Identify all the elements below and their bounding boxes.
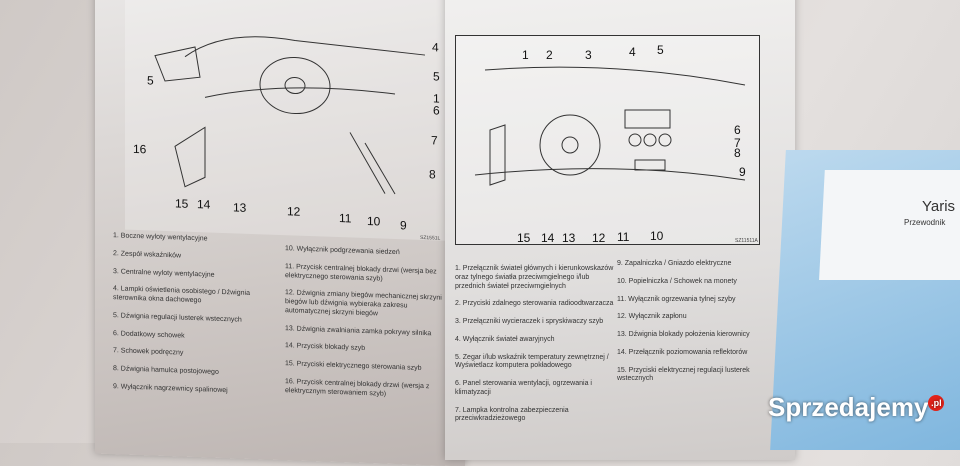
legend-item: 14. Przełącznik poziomowania reflektorów bbox=[617, 348, 748, 356]
legend-list-right: 10. Wyłącznik podgrzewania siedzeń 11. P… bbox=[285, 245, 445, 410]
legend-item: 4. Wyłącznik świateł awaryjnych bbox=[455, 335, 555, 343]
callout: 9 bbox=[739, 165, 746, 179]
legend-item: 13. Dźwignia blokady położenia kierownic… bbox=[617, 331, 750, 338]
callout: 5 bbox=[433, 69, 440, 84]
figure-code: SZ11511A bbox=[735, 238, 758, 244]
legend-item: 13. Dźwignia zwalniania zamka pokrywy si… bbox=[285, 324, 432, 337]
callout: 14 bbox=[197, 197, 211, 212]
legend-item: 5. Dźwignia regulacji lusterek wstecznyc… bbox=[113, 311, 242, 324]
callout: 4 bbox=[432, 40, 439, 55]
callout: 13 bbox=[562, 231, 576, 245]
callout: 1 bbox=[522, 48, 529, 62]
callout: 8 bbox=[429, 167, 436, 182]
legend-item: 1. Boczne wyloty wentylacyjne bbox=[113, 232, 208, 243]
booklet-title: Yaris bbox=[922, 198, 956, 215]
callout: 5 bbox=[657, 43, 664, 57]
legend-item: 5. Zegar i/lub wskaźnik temperatury zewn… bbox=[455, 353, 609, 370]
callout: 15 bbox=[517, 231, 531, 245]
right-diagram-frame bbox=[455, 35, 760, 245]
right-manual-page: 1 2 3 4 5 6 7 8 9 15 14 13 12 11 10 SZ11… bbox=[445, 0, 795, 460]
left-manual-page: 4 5 1 6 7 8 9 10 11 12 13 14 15 16 5 SZ1… bbox=[95, 0, 465, 466]
dashboard-sketch-right bbox=[474, 66, 746, 186]
legend-item: 6. Dodatkowy schowek bbox=[113, 329, 185, 340]
legend-item: 7. Lampka kontrolna zabezpieczenia przec… bbox=[455, 406, 569, 423]
legend-item: 12. Wyłącznik zapłonu bbox=[617, 313, 687, 321]
callout: 7 bbox=[431, 133, 438, 148]
legend-item: 4. Lampki oświetlenia osobistego / Dźwig… bbox=[113, 285, 250, 305]
callout: 6 bbox=[433, 103, 440, 118]
callout: 7 bbox=[734, 136, 741, 150]
legend-item: 3. Przełączniki wycieraczek i spryskiwac… bbox=[455, 318, 604, 325]
watermark-text: Sprzedajemy bbox=[768, 392, 929, 422]
callout: 9 bbox=[400, 218, 407, 233]
legend-item: 15. Przyciski elektrycznego sterowania s… bbox=[285, 360, 422, 372]
callout: 10 bbox=[650, 229, 664, 243]
dashboard-sketch-left bbox=[154, 36, 426, 195]
legend-item: 12. Dźwignia zmiany biegów mechanicznej … bbox=[285, 289, 442, 318]
legend-list-left: 1. Przełącznik świateł głównych i kierun… bbox=[455, 265, 615, 433]
callout: 8 bbox=[734, 146, 741, 160]
callout: 3 bbox=[585, 48, 592, 62]
callout: 2 bbox=[546, 48, 553, 62]
legend-item: 10. Wyłącznik podgrzewania siedzeń bbox=[285, 245, 400, 257]
callout: 11 bbox=[617, 230, 630, 244]
callout: 12 bbox=[287, 204, 301, 219]
legend-item: 11. Wyłącznik ogrzewania tylnej szyby bbox=[617, 295, 736, 303]
legend-item: 10. Popielniczka / Schowek na monety bbox=[617, 277, 737, 285]
legend-item: 15. Przyciski elektrycznej regulacji lus… bbox=[617, 366, 750, 383]
legend-list-right: 9. Zapalniczka / Gniazdo elektryczne 10.… bbox=[617, 260, 787, 393]
legend-item: 14. Przycisk blokady szyb bbox=[285, 342, 366, 353]
callout: 6 bbox=[734, 123, 741, 137]
figure-code: SZ1551L bbox=[420, 234, 441, 242]
legend-item: 11. Przycisk centralnej blokady drzwi (w… bbox=[285, 262, 437, 283]
watermark: Sprzedajemy.pl bbox=[768, 392, 945, 423]
callout: 4 bbox=[629, 45, 636, 59]
watermark-logo-dot: .pl bbox=[928, 395, 945, 412]
callout: 14 bbox=[541, 231, 555, 245]
callout: 13 bbox=[233, 200, 247, 215]
legend-item: 9. Wyłącznik nagrzewnicy spalinowej bbox=[113, 382, 228, 394]
legend-item: 2. Przyciski zdalnego sterowania radiood… bbox=[455, 300, 614, 308]
callout: 16 bbox=[133, 141, 147, 157]
callout: 5 bbox=[147, 73, 154, 88]
callout: 11 bbox=[339, 211, 352, 226]
legend-item: 7. Schowek podręczny bbox=[113, 347, 184, 357]
legend-item: 1. Przełącznik świateł głównych i kierun… bbox=[455, 265, 614, 290]
callout: 15 bbox=[175, 196, 189, 211]
callout: 10 bbox=[367, 214, 381, 229]
legend-item: 2. Zespół wskaźników bbox=[113, 249, 182, 260]
legend-item: 6. Panel sterowania wentylacji, ogrzewan… bbox=[455, 380, 592, 396]
legend-item: 9. Zapalniczka / Gniazdo elektryczne bbox=[617, 260, 732, 267]
legend-item: 3. Centralne wyloty wentylacyjne bbox=[113, 267, 215, 279]
booklet-subtitle: Przewodnik bbox=[904, 218, 946, 227]
legend-list-left: 1. Boczne wyloty wentylacyjne 2. Zespół … bbox=[113, 232, 278, 406]
legend-item: 8. Dźwignia hamulca postojowego bbox=[113, 365, 219, 376]
legend-item: 16. Przycisk centralnej blokady drzwi (w… bbox=[285, 377, 430, 398]
callout: 12 bbox=[592, 231, 606, 245]
